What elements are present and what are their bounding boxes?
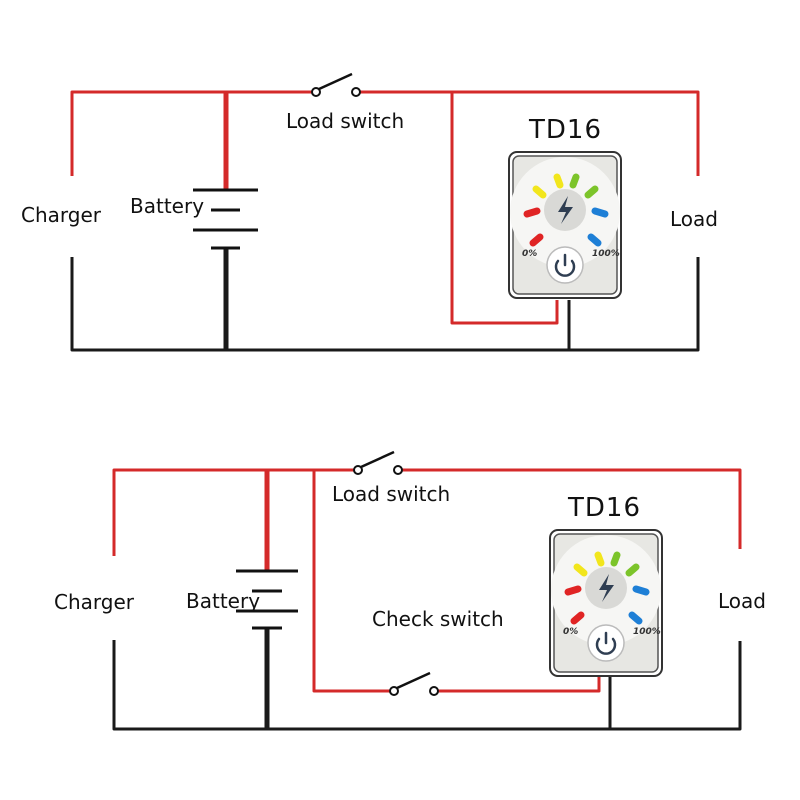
- top-battery-label: Battery: [130, 194, 204, 218]
- top-load-switch: [311, 72, 361, 97]
- bottom-check-switch: [389, 671, 439, 696]
- bottom-pct-max: 100%: [633, 627, 661, 637]
- bottom-positive-wires: [112, 468, 742, 693]
- top-diagram: Charger Battery Load switch Load 0% 100%…: [21, 72, 718, 352]
- top-negative-wires: [70, 248, 700, 352]
- bottom-battery-symbol: [236, 569, 298, 630]
- bottom-battery-label: Battery: [186, 589, 260, 613]
- bottom-pct-min: 0%: [563, 627, 578, 637]
- bottom-td16-module: 0% 100%: [550, 530, 662, 676]
- top-td16-module: 0% 100%: [509, 152, 621, 298]
- bottom-module-title: TD16: [567, 493, 641, 523]
- top-load-switch-label: Load switch: [286, 109, 404, 133]
- top-charger-label: Charger: [21, 203, 102, 227]
- bottom-charger-label: Charger: [54, 590, 135, 614]
- bottom-check-switch-label: Check switch: [372, 607, 504, 631]
- top-load-label: Load: [670, 207, 718, 231]
- bottom-load-switch: [353, 450, 403, 475]
- bottom-load-switch-label: Load switch: [332, 482, 450, 506]
- top-positive-wires: [70, 90, 700, 325]
- bottom-diagram: Charger Battery Load switch Check switch…: [54, 450, 766, 731]
- top-pct-min: 0%: [522, 249, 537, 259]
- top-pct-max: 100%: [592, 249, 620, 259]
- bottom-negative-wires: [112, 628, 742, 731]
- bottom-load-label: Load: [718, 589, 766, 613]
- top-battery-symbol: [193, 188, 258, 250]
- top-module-title: TD16: [528, 115, 602, 145]
